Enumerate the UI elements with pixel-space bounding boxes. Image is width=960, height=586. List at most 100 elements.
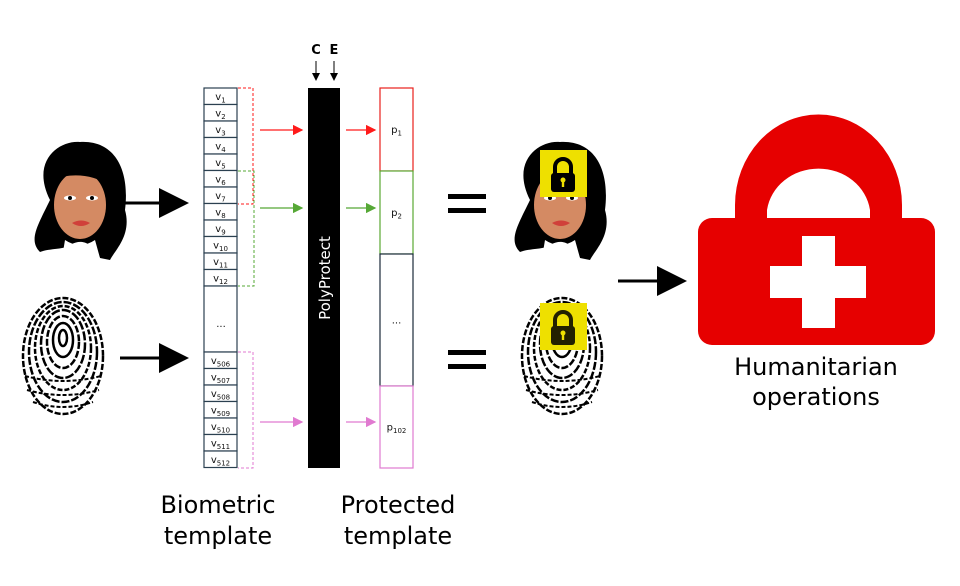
label-subscript: 102 (393, 427, 406, 435)
label-subscript: 10 (219, 245, 228, 253)
label-subscript: 1 (221, 96, 225, 104)
label-subscript: 506 (217, 360, 231, 368)
destination-line-1: Humanitarian (734, 353, 898, 381)
template-row-label: v3 (215, 125, 225, 138)
label-base: v (211, 372, 217, 383)
template-row-label: v5 (215, 158, 225, 171)
protected-cell-label: p102 (387, 423, 407, 436)
template-row-label: v12 (213, 273, 228, 286)
label-subscript: 11 (219, 261, 228, 269)
label-base: v (215, 108, 221, 119)
protected-caption-line-1: Protected (341, 491, 456, 519)
template-row-label: v508 (211, 389, 230, 402)
equals-sign-fingerprint (448, 350, 486, 369)
protected-cell-label: ... (392, 316, 402, 327)
template-row-label: v4 (215, 141, 226, 154)
template-row: v2 (203, 103, 238, 122)
polyprotect-label: PolyProtect (316, 236, 334, 320)
label-base: v (215, 141, 221, 152)
label-subscript: 507 (217, 377, 230, 385)
label-base: v (215, 224, 221, 235)
label-subscript: 5 (221, 162, 225, 170)
template-row: v1 (203, 87, 238, 106)
face-image (34, 141, 127, 260)
protected-cell-box (379, 87, 414, 172)
template-row-label: v10 (213, 240, 228, 253)
label-subscript: 6 (221, 179, 226, 187)
label-subscript: 2 (397, 213, 401, 221)
template-row-label: v2 (215, 108, 225, 121)
group-bracket-2 (238, 170, 255, 287)
protected-cell: p1 (379, 87, 414, 172)
polyprotect-block (308, 88, 340, 468)
label-subscript: 512 (217, 459, 230, 467)
template-row: v10 (203, 235, 238, 254)
protected-cell-label: p1 (391, 125, 402, 138)
protected-caption-line-2: template (344, 522, 452, 550)
group-bracket-last (238, 351, 254, 469)
biometric-caption-line-2: template (164, 522, 272, 550)
equals-sign-face (448, 194, 486, 213)
template-row-label: v510 (211, 422, 230, 435)
label-subscript: 7 (221, 195, 225, 203)
label-subscript: 1 (397, 130, 401, 138)
label-base: v (211, 455, 217, 466)
template-row: v508 (203, 384, 238, 403)
destination-line-2: operations (752, 383, 880, 411)
template-row: v4 (203, 136, 238, 155)
label-subscript: 8 (221, 212, 225, 220)
label-base: v (211, 356, 217, 367)
template-row-label: v506 (211, 356, 231, 369)
fingerprint-image (21, 296, 105, 416)
protected-cell: p2 (379, 170, 414, 255)
biometric-template-column: v1v2v3v4v5v6v7v8v9v10v11v12v506v507v508v… (203, 87, 238, 469)
label-base: v (211, 405, 217, 416)
template-row: v512 (203, 450, 238, 469)
label-base: p (391, 125, 397, 136)
template-row-box (203, 450, 238, 469)
template-row-label: v1 (215, 92, 225, 105)
label-subscript: 510 (217, 426, 230, 434)
label-subscript: 2 (221, 113, 225, 121)
first-aid-kit-icon (698, 114, 935, 345)
label-base: v (211, 438, 217, 449)
template-row-label: v511 (211, 438, 230, 451)
label-subscript: 4 (221, 146, 226, 154)
template-row-label: v11 (213, 257, 228, 270)
template-row: v6 (203, 169, 238, 188)
template-ellipsis: ... (216, 319, 226, 330)
label-base: v (211, 389, 217, 400)
label-subscript: 511 (217, 443, 230, 451)
label-base: ... (392, 316, 402, 327)
label-subscript: 509 (217, 410, 230, 418)
label-base: v (213, 257, 219, 268)
template-row-label: v512 (211, 455, 230, 468)
template-row-label: v9 (215, 224, 225, 237)
template-row: v511 (203, 433, 238, 452)
template-row: v506 (203, 351, 238, 370)
label-base: v (215, 191, 221, 202)
template-row: v507 (203, 367, 238, 386)
template-row: v510 (203, 417, 238, 436)
group-bracket-1 (238, 87, 254, 205)
label-base: v (215, 125, 221, 136)
label-base: v (215, 92, 221, 103)
template-row-label: v6 (215, 174, 226, 187)
label-base: p (387, 423, 393, 434)
template-row: v509 (203, 400, 238, 419)
protected-cell-label: p2 (391, 208, 402, 221)
template-row-label: v507 (211, 372, 230, 385)
label-base: v (211, 422, 217, 433)
template-row: v12 (203, 268, 238, 287)
label-base: p (391, 208, 397, 219)
c-label: C (311, 43, 321, 58)
biometric-caption-line-1: Biometric (160, 491, 275, 519)
label-base: v (215, 174, 221, 185)
template-row-label: v8 (215, 207, 225, 220)
protected-cell: p102 (379, 385, 414, 469)
label-subscript: 12 (219, 278, 228, 286)
label-subscript: 9 (221, 228, 225, 236)
label-base: v (213, 273, 219, 284)
